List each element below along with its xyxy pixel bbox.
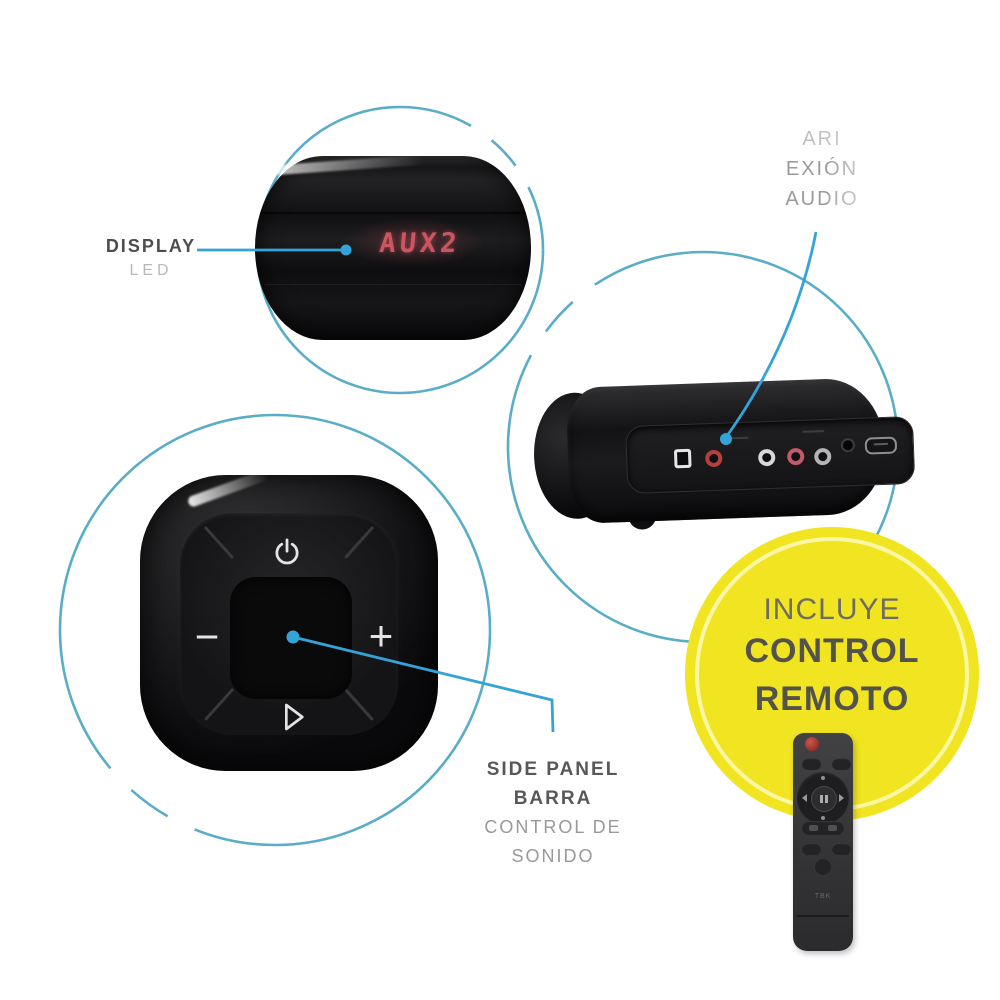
side-callout-line3: CONTROL DE xyxy=(484,817,622,837)
edge-fade xyxy=(828,118,938,218)
dpad-up-mark xyxy=(821,776,825,780)
side-control-pad: − + xyxy=(140,468,438,771)
badge-line2: CONTROL xyxy=(744,632,920,670)
dpad-left-arrow xyxy=(802,794,807,802)
ring-notch xyxy=(344,525,374,559)
led-display-readout: AUX2 xyxy=(378,228,462,259)
specular-highlight xyxy=(272,154,424,176)
remote-control: TBK xyxy=(793,733,853,951)
soundbar-seam xyxy=(261,212,525,214)
remote-button xyxy=(832,843,851,855)
play-icon xyxy=(285,703,304,731)
power-icon xyxy=(275,538,299,565)
usb-port xyxy=(864,436,898,455)
plus-icon: + xyxy=(368,612,394,659)
rca-jack-white xyxy=(757,448,776,467)
soundbar-front-view: AUX2 xyxy=(255,154,531,340)
display-callout-subtitle: LED xyxy=(129,262,173,279)
remote-volume-rocker xyxy=(802,821,844,835)
side-callout-line2: BARRA xyxy=(513,788,593,809)
remote-seam xyxy=(797,915,849,917)
soundbar-rear-view xyxy=(531,377,916,530)
soundbar-seam xyxy=(265,284,521,285)
remote-power-button xyxy=(805,737,819,751)
remote-brand-label: TBK xyxy=(814,893,832,900)
remote-dpad xyxy=(797,772,849,824)
port-label-mark xyxy=(730,436,749,440)
remote-button xyxy=(802,843,821,855)
ring-notch xyxy=(344,687,374,721)
control-center-face xyxy=(230,577,352,699)
badge-line3: REMOTO xyxy=(754,680,910,718)
side-panel-callout: SIDE PANEL BARRA CONTROL DE SONIDO xyxy=(443,755,663,871)
remote-button xyxy=(802,758,821,770)
optical-port xyxy=(673,448,692,469)
rca-jack-red xyxy=(704,449,723,468)
port-label-mark xyxy=(802,430,825,433)
minus-icon: − xyxy=(194,613,220,660)
badge-line1: INCLUYE xyxy=(763,593,901,626)
specular-highlight xyxy=(186,468,270,509)
audio-connection-panel xyxy=(625,415,916,494)
dpad-right-arrow xyxy=(839,794,844,802)
rca-jack-pink xyxy=(786,447,805,466)
display-led-callout: DISPLAY LED xyxy=(95,236,207,280)
remote-button xyxy=(832,758,851,770)
ring-notch xyxy=(204,687,234,721)
dpad-center-button xyxy=(811,786,837,812)
side-callout-line1: SIDE PANEL xyxy=(486,759,620,780)
remote-round-button xyxy=(812,856,834,878)
display-callout-title: DISPLAY xyxy=(105,236,197,256)
soundbar-rear-body xyxy=(565,377,916,524)
badge-text: INCLUYE CONTROL REMOTO xyxy=(685,593,979,723)
rca-jack-gray xyxy=(813,447,832,466)
dpad-down-mark xyxy=(821,816,825,820)
side-callout-line4: SONIDO xyxy=(511,846,595,866)
ring-notch xyxy=(204,525,234,559)
aux-input-jack xyxy=(842,440,854,451)
